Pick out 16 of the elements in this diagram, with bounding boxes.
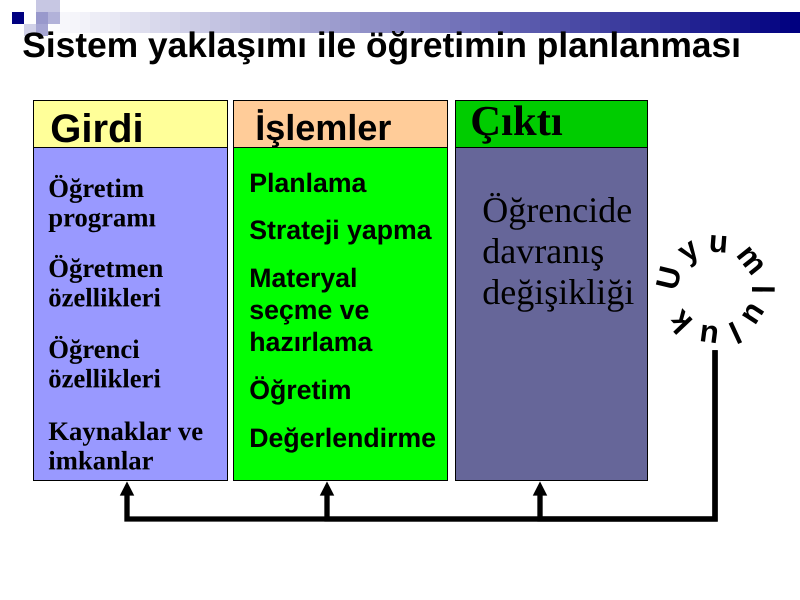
list-item: Planlama [251, 172, 367, 192]
header-box: Çıktı [455, 100, 648, 148]
circular-text: Uyumluluk [656, 235, 775, 344]
feedback-arrow [532, 350, 718, 522]
title: Sistem yaklaşımı ile öğretimin planlanması [23, 31, 739, 64]
body-text: Öğrencide davranış değişikliği [484, 192, 634, 312]
header-box: Girdi [33, 100, 228, 148]
header-box: İşlemler [233, 100, 448, 148]
list-item: Değerlendirme [251, 427, 436, 453]
list-item: Kaynaklar ve imkanlar [48, 422, 202, 470]
list-item: Materyal seçme ve hazırlama [250, 268, 372, 352]
list-item: Öğretim [250, 376, 350, 405]
list-item: Öğrenci özellikleri [49, 336, 160, 388]
list-item: Öğretim programı [48, 174, 156, 232]
list-item: Strateji yapma [250, 220, 432, 245]
list-item: Öğretmen özellikleri [49, 254, 163, 307]
